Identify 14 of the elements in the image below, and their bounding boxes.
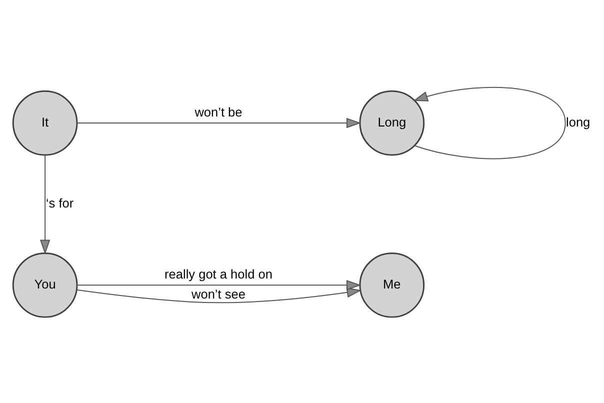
node-circle: Long — [359, 90, 425, 156]
edge-label: long — [566, 114, 590, 129]
arrow — [76, 286, 362, 303]
arrow — [40, 154, 50, 254]
arrow — [76, 117, 362, 128]
edge-label: really got a hold on — [164, 266, 272, 282]
node-circle: It — [12, 90, 78, 156]
arrow — [413, 86, 566, 159]
edge-label: ‘s for — [46, 194, 74, 210]
node-circle: You — [12, 252, 78, 318]
edge-label: won’t see — [192, 286, 246, 301]
node-circle: Me — [359, 252, 425, 318]
arrow — [76, 279, 362, 290]
edge-label: won’t be — [194, 104, 242, 120]
